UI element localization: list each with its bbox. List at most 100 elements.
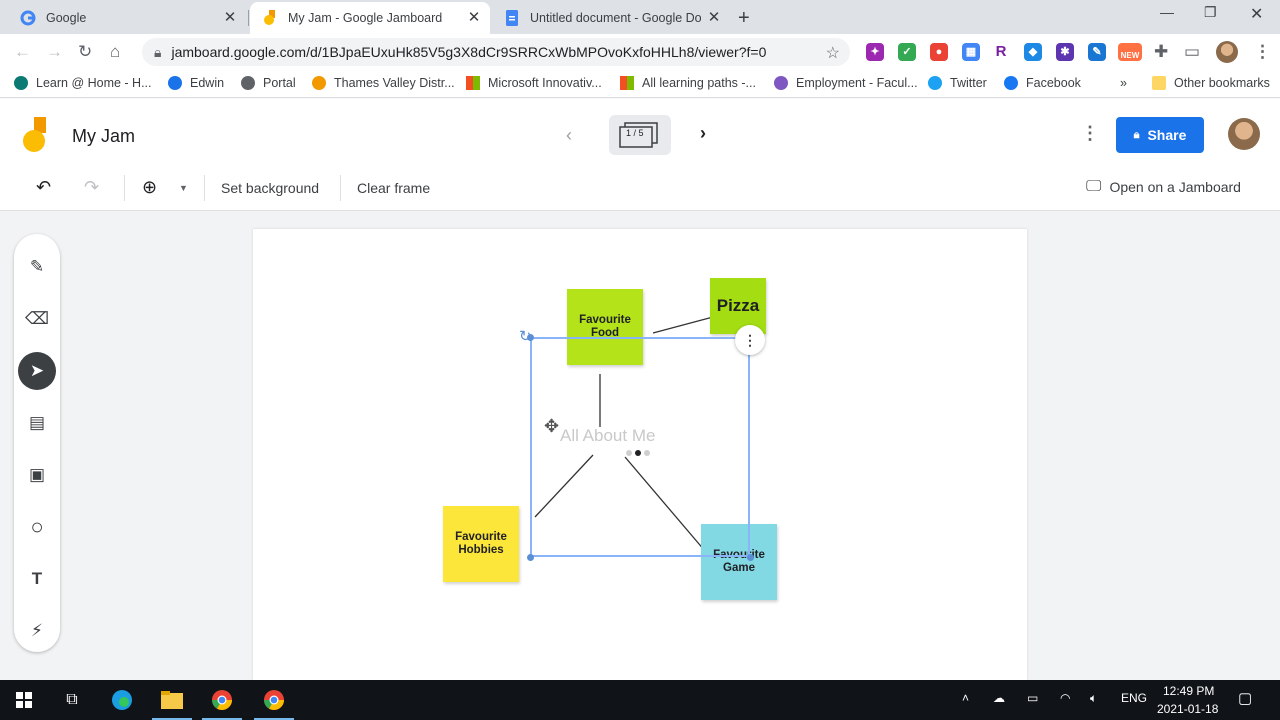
task-view-icon[interactable]: ⧉ <box>66 691 78 708</box>
resize-handle[interactable] <box>747 554 754 561</box>
lock-icon: 🔒︎ <box>154 43 162 60</box>
chrome-menu-icon[interactable]: ⋮ <box>1254 42 1271 61</box>
clock-time[interactable]: 12:49 PM <box>1163 684 1215 698</box>
reload-icon[interactable]: ↻ <box>78 42 93 61</box>
window-close-icon[interactable]: ✕ <box>1250 6 1264 23</box>
clear-frame-button[interactable]: Clear frame <box>357 180 431 196</box>
page-title[interactable]: My Jam <box>72 126 135 146</box>
notification-icon[interactable]: ▢ <box>1238 690 1253 707</box>
battery-icon[interactable]: ▭ <box>1027 691 1039 705</box>
redo-icon[interactable]: ↷ <box>84 177 100 197</box>
tab-untitled-document[interactable]: Untitled document - Google Doc ✕ <box>492 2 730 34</box>
frame-bar-button[interactable]: 1 / 5 <box>609 115 671 155</box>
restore-icon[interactable]: ❐ <box>1204 4 1217 20</box>
pen-icon[interactable]: ✎ <box>29 257 45 276</box>
sticky-note-favourite-hobbies[interactable]: Favourite Hobbies <box>443 506 519 582</box>
language-indicator[interactable]: ENG <box>1121 691 1148 705</box>
extensions-icon[interactable]: ✚ <box>1154 42 1169 61</box>
rotate-icon[interactable]: ↻ <box>519 328 532 345</box>
selection-box[interactable] <box>530 337 750 557</box>
file-explorer-icon[interactable] <box>152 688 192 720</box>
tab-google[interactable]: Google ✕ <box>8 2 246 34</box>
bookmark-star-icon[interactable]: ☆ <box>825 45 840 62</box>
bookmark-all-learning-paths[interactable]: All learning paths -... <box>620 76 756 90</box>
bookmark-portal[interactable]: Portal <box>241 76 296 90</box>
bookmark-edwin[interactable]: Edwin <box>168 76 224 90</box>
extension-new-badge[interactable]: NEW <box>1118 43 1142 61</box>
select-icon[interactable]: ➤ <box>18 352 56 390</box>
connector-line <box>534 454 594 518</box>
cast-icon[interactable]: ▭ <box>1184 42 1201 61</box>
bookmark-thames-valley[interactable]: Thames Valley Distr... <box>312 76 455 90</box>
open-on-jamboard-button[interactable]: 🖵︎ Open on a Jamboard <box>1086 178 1241 196</box>
zoom-icon[interactable]: ⊕ <box>142 177 158 197</box>
laser-icon[interactable]: ⚡︎ <box>31 621 43 640</box>
center-text-box[interactable]: All About Me <box>560 426 656 445</box>
profile-avatar[interactable] <box>1216 41 1238 63</box>
sticky-note-favourite-game[interactable]: Favourite Game <box>701 524 777 600</box>
undo-icon[interactable]: ↶ <box>36 177 52 197</box>
share-button[interactable]: 🔒︎ Share <box>1116 117 1204 153</box>
extension-pen-icon[interactable]: ✎ <box>1088 43 1106 61</box>
chevron-left-icon[interactable]: ‹ <box>566 125 572 145</box>
bookmarks-overflow[interactable]: » <box>1120 76 1127 90</box>
bookmark-icon <box>774 76 788 90</box>
image-icon[interactable]: ▣ <box>28 465 46 484</box>
selection-menu-icon[interactable]: ⋮ <box>735 325 765 355</box>
other-bookmarks[interactable]: Other bookmarks <box>1152 76 1270 90</box>
bookmark-twitter[interactable]: Twitter <box>928 76 987 90</box>
extension-slack-icon[interactable]: ✱ <box>1056 43 1074 61</box>
circle-icon[interactable]: ○ <box>30 514 44 539</box>
bookmark-microsoft-innovative[interactable]: Microsoft Innovativ... <box>466 76 602 90</box>
extension-puzzle-icon[interactable]: ✦ <box>866 43 884 61</box>
extension-red-icon[interactable]: ● <box>930 43 948 61</box>
sticky-note-favourite-food[interactable]: Favourite Food <box>567 289 643 365</box>
chevron-right-icon[interactable]: › <box>700 123 706 143</box>
clock-date[interactable]: 2021-01-18 <box>1157 702 1219 716</box>
sticky-note-text: Pizza <box>716 296 760 316</box>
back-icon[interactable]: ← <box>14 42 31 61</box>
chrome-icon[interactable] <box>202 688 242 720</box>
bookmark-employment[interactable]: Employment - Facul... <box>774 76 918 90</box>
onedrive-icon[interactable]: ☁︎ <box>993 691 1005 705</box>
minimize-icon[interactable]: — <box>1160 4 1174 20</box>
extension-r-icon[interactable]: R <box>992 43 1010 61</box>
more-options-icon[interactable]: ⋮ <box>1081 123 1099 143</box>
resize-handle[interactable] <box>527 554 534 561</box>
extension-diamond-icon[interactable]: ◆ <box>1024 43 1042 61</box>
address-bar[interactable]: 🔒︎ jamboard.google.com/d/1BJpaEUxuHk85V5… <box>142 38 850 66</box>
edge-icon[interactable] <box>110 688 134 712</box>
set-background-button[interactable]: Set background <box>221 180 320 196</box>
new-tab-icon[interactable]: + <box>738 7 750 29</box>
close-icon[interactable]: ✕ <box>223 9 237 26</box>
chevron-up-icon[interactable]: ˄ <box>962 691 970 705</box>
forward-icon[interactable]: → <box>46 42 63 61</box>
home-icon[interactable]: ⌂ <box>110 42 121 61</box>
extension-check-icon[interactable]: ✓ <box>898 43 916 61</box>
jam-canvas[interactable]: Favourite Food Pizza Favourite Hobbies F… <box>253 229 1027 680</box>
text-box-icon[interactable]: T <box>31 569 43 588</box>
resize-handle[interactable] <box>527 334 534 341</box>
workspace: ✎ ⌫ ➤ ▤ ▣ ○ T ⚡︎ Favourite Food Pizza Fa… <box>0 211 1280 680</box>
chevron-down-icon[interactable]: ▼ <box>179 183 188 193</box>
bookmark-icon <box>14 76 28 90</box>
tab-my-jam[interactable]: My Jam - Google Jamboard ✕ <box>250 2 490 34</box>
windows-start-icon[interactable] <box>12 688 36 712</box>
extension-blue-icon[interactable]: ▦ <box>962 43 980 61</box>
eraser-icon[interactable]: ⌫ <box>24 309 50 328</box>
chrome-profile-icon[interactable] <box>254 688 294 720</box>
bookmark-facebook[interactable]: Facebook <box>1004 76 1081 90</box>
wifi-icon[interactable]: ◠ <box>1060 691 1071 705</box>
close-icon[interactable]: ✕ <box>707 9 721 26</box>
avatar[interactable] <box>1228 118 1260 150</box>
sticky-note-text: Favourite Hobbies <box>455 530 507 556</box>
tab-divider <box>248 10 249 26</box>
volume-icon[interactable]: 🔈︎ <box>1090 691 1098 705</box>
taskbar: ⧉ ˄ ☁︎ ▭ ◠ 🔈︎ ENG 12:49 PM 2021-01-18 ▢ <box>0 680 1280 720</box>
sticky-note-pizza[interactable]: Pizza <box>710 278 766 334</box>
sticky-note-icon[interactable]: ▤ <box>28 413 46 432</box>
divider <box>124 175 125 201</box>
bookmark-learn-at-home[interactable]: Learn @ Home - H... <box>14 76 152 90</box>
close-icon[interactable]: ✕ <box>467 9 481 26</box>
frame-counter: 1 / 5 <box>626 128 644 138</box>
